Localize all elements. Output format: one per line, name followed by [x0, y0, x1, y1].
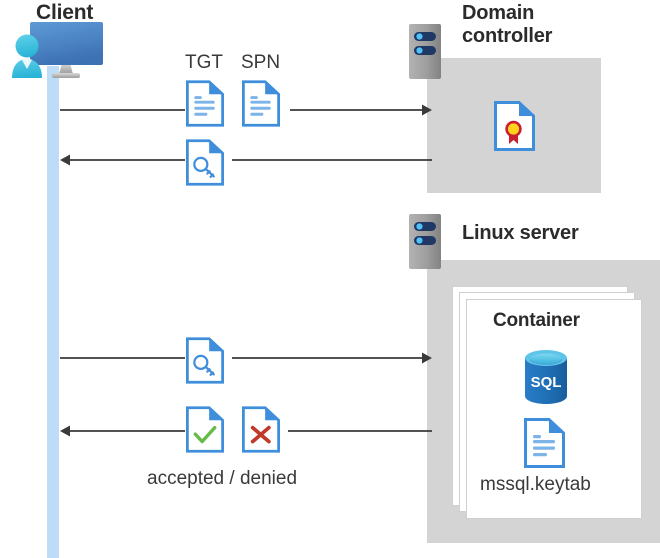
arrow-linux-to-client [60, 421, 432, 446]
server-rack-icon-linux [409, 214, 441, 274]
check-document-icon [186, 406, 224, 458]
verdict-label: accepted / denied [147, 468, 298, 489]
key-document-icon-2 [186, 337, 224, 389]
keytab-filename-label: mssql.keytab [480, 474, 591, 495]
user-monitor-icon [8, 20, 118, 90]
spn-document-icon [242, 80, 280, 132]
domain-controller-title: Domain controller [462, 2, 553, 48]
container-title: Container [493, 310, 580, 331]
tgt-document-icon [186, 80, 224, 132]
client-title: Client [36, 1, 94, 24]
key-document-icon-1 [186, 139, 224, 191]
tgt-label: TGT [185, 52, 223, 73]
server-rack-icon-dc [409, 24, 441, 84]
cross-document-icon [242, 406, 280, 458]
arrow-client-to-dc [60, 100, 432, 125]
linux-server-title: Linux server [462, 222, 579, 244]
sql-database-text: SQL [531, 374, 562, 391]
sql-database-icon: SQL [522, 349, 570, 410]
keytab-document-icon [524, 418, 565, 473]
arrow-dc-to-client [60, 150, 432, 175]
container-card-front[interactable] [466, 299, 642, 519]
client-lifeline [47, 66, 59, 558]
arrow-client-to-linux [60, 348, 432, 373]
certificate-document-icon [494, 101, 535, 156]
spn-label: SPN [241, 52, 281, 73]
